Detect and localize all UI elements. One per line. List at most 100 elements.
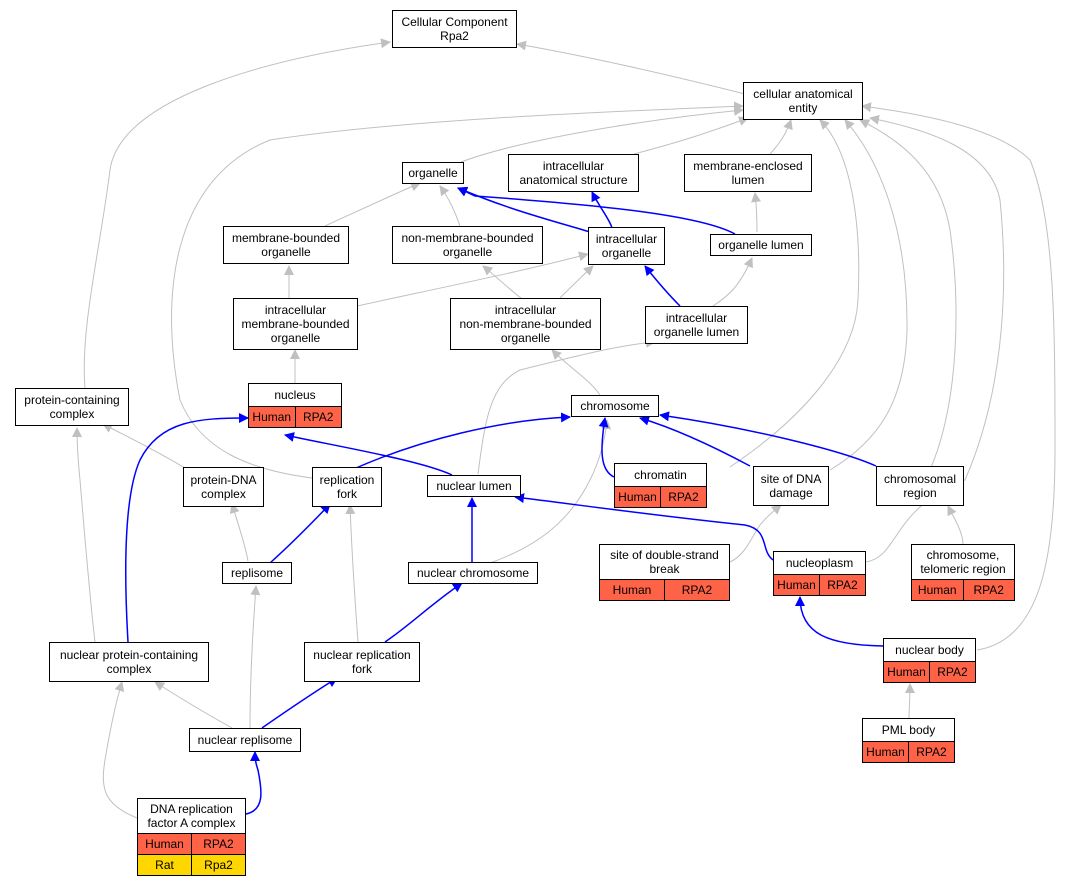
node-intracellular-anatomical-structure[interactable]: intracellular anatomical structure [508,154,639,192]
node-cellular-component[interactable]: Cellular Component Rpa2 [392,10,517,48]
edge-sdd-to-chromosome [639,415,751,467]
edge-pdna-to-pcc [102,423,186,469]
edge-pml-to-nbody [904,683,915,719]
species-cell: Rat [138,855,191,875]
edge-iol-to-ol [712,257,753,307]
node-intracellular-non-membrane-bounded-organelle[interactable]: intracellular non-membrane-bounded organ… [450,298,601,350]
node-nuclear-replisome[interactable]: nuclear replisome [189,728,301,752]
edge-io-to-organelle [457,186,591,233]
node-non-membrane-bounded-organelle[interactable]: non-membrane-bounded organelle [392,226,543,264]
node-organelle-lumen[interactable]: organelle lumen [710,234,812,256]
edge-imbo-to-io [356,251,589,307]
node-cellular-anatomical-entity[interactable]: cellular anatomical entity [743,82,863,120]
edge-io-to-ias [591,191,613,229]
edge-rpa-to-npcc [102,681,138,819]
edge-nlumen-to-iol [477,337,656,475]
species-cell: Human [863,742,908,762]
node-nuclear-replication-fork[interactable]: nuclear replication fork [304,642,420,682]
edge-ias-to-cae [633,116,749,155]
edge-nbody-to-cae [861,102,1056,651]
edge-inmbo-to-io [559,265,594,299]
edge-npcc-to-nucleus [124,413,249,643]
species-cell: Human [615,487,660,507]
edge-nrfork-to-rfork [345,504,359,643]
edge-nucleoplasm-to-nlumen [514,493,774,561]
edge-chromatin-to-chromosome [598,417,615,478]
edge-mbo-to-organelle [324,181,421,227]
edge-ol-to-mel [751,192,762,233]
edge-mel-to-cae [769,119,793,155]
node-protein-containing-complex[interactable]: protein-containing complex [15,388,129,426]
gray-edges [72,38,1056,819]
species-cell: Human [884,662,929,682]
edge-chreg-to-cae [859,119,957,471]
edge-rfork-to-chromosome [355,412,571,469]
edge-pcc-to-cc [83,38,391,389]
edge-npcc-to-pcc [72,427,96,643]
species-cell: Human [912,580,963,600]
edge-nucleoplasm-to-cae [865,114,1005,563]
species-cell: Human [774,575,819,595]
edge-nrepl-to-nrfork [261,677,338,729]
edge-nlumen-to-nucleus [284,432,453,476]
edge-rfork-to-cae [171,101,744,479]
node-intracellular-organelle[interactable]: intracellular organelle [588,227,665,265]
edge-sdsb-to-sdd [729,504,782,563]
edge-replisome-to-rfork [269,503,331,564]
edge-sdd-to-cae [829,119,908,471]
species-cell: Human [600,580,664,600]
gene-cell: RPA2 [819,575,865,595]
gene-cell: RPA2 [294,407,341,427]
edge-nmbo-to-organelle [439,185,461,227]
edge-chromosome-to-inmbo [551,349,601,396]
gene-cell: RPA2 [660,487,706,507]
gene-cell: Rpa2 [191,855,245,875]
node-replication-fork[interactable]: replication fork [312,467,382,507]
edge-chreg-to-chromosome [659,411,877,467]
gene-cell: RPA2 [191,834,245,854]
node-site-of-dna-damage[interactable]: site of DNA damage [753,466,829,506]
node-organelle[interactable]: organelle [402,162,464,184]
node-protein-dna-complex[interactable]: protein-DNA complex [183,467,264,507]
node-nuclear-lumen[interactable]: nuclear lumen [427,475,521,497]
node-chromosome[interactable]: chromosome [571,395,659,417]
node-nuclear-chromosome[interactable]: nuclear chromosome [408,562,538,584]
node-chromosomal-region[interactable]: chromosomal region [876,466,964,506]
node-intracellular-organelle-lumen[interactable]: intracellular organelle lumen [645,306,748,344]
edge-nrfork-to-nchrom [384,582,463,643]
edge-replisome-to-pdna [229,503,249,562]
edge-ctel-to-chreg [947,505,964,546]
edge-iol-to-io [644,265,681,307]
gene-cell: RPA2 [962,580,1014,600]
node-membrane-enclosed-lumen[interactable]: membrane-enclosed lumen [684,154,812,192]
edge-nrepl-to-npcc [154,681,233,729]
node-intracellular-membrane-bounded-organelle[interactable]: intracellular membrane-bounded organelle [233,298,358,350]
edge-nchrom-to-chromosome [489,419,612,564]
node-nuclear-protein-containing-complex[interactable]: nuclear protein-containing complex [49,642,209,682]
node-replisome[interactable]: replisome [222,562,292,584]
gene-cell: RPA2 [664,580,729,600]
node-membrane-bounded-organelle[interactable]: membrane-bounded organelle [223,226,349,264]
edge-organelle-to-cae [460,105,744,163]
edge-cae-to-cc [516,40,746,95]
species-cell: Human [249,407,295,427]
